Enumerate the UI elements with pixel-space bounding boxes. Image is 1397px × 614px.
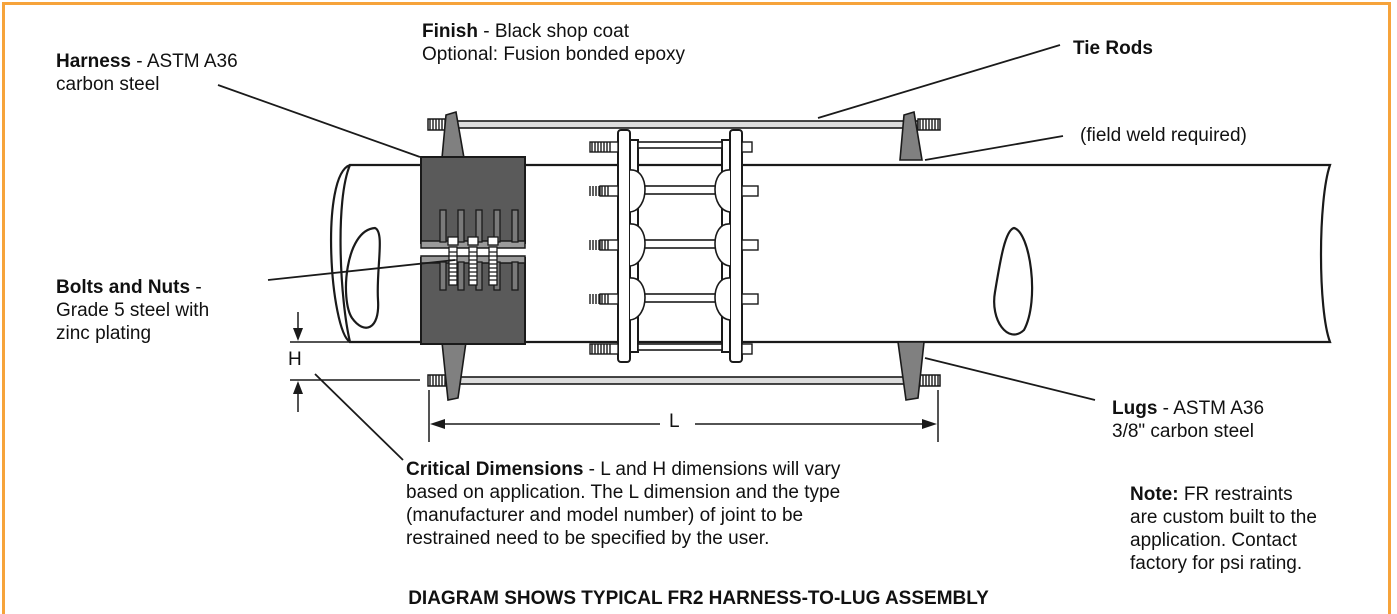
- note-line2: are custom built to the: [1130, 507, 1317, 528]
- lugs-label: Lugs - ASTM A36 3/8" carbon steel: [1112, 397, 1264, 443]
- tie-rods-title: Tie Rods: [1073, 38, 1153, 59]
- critical-line3: (manufacturer and model number) of joint…: [406, 505, 804, 526]
- lugs-line1: - ASTM A36: [1157, 398, 1265, 419]
- bolts-line3: zinc plating: [56, 323, 152, 344]
- critical-title: Critical Dimensions: [406, 459, 584, 480]
- lugs-title: Lugs: [1112, 398, 1158, 419]
- tie-rods-label: Tie Rods: [1073, 37, 1153, 60]
- finish-line2: Optional: Fusion bonded epoxy: [422, 44, 686, 65]
- critical-line2: based on application. The L dimension an…: [406, 482, 841, 503]
- critical-line4: restrained need to be specified by the u…: [406, 528, 770, 549]
- bolts-line1: -: [190, 277, 202, 298]
- harness-label: Harness - ASTM A36 carbon steel: [56, 50, 238, 96]
- note-line4: factory for psi rating.: [1130, 553, 1303, 574]
- harness-line1: - ASTM A36: [131, 51, 238, 72]
- harness-line2: carbon steel: [56, 74, 160, 95]
- lugs-line2: 3/8" carbon steel: [1112, 421, 1254, 442]
- lugs: [897, 110, 925, 401]
- dimension-L-label: L: [666, 411, 683, 433]
- tie-rods: [427, 118, 941, 387]
- finish-line1: - Black shop coat: [477, 21, 629, 42]
- dimension-H-label: H: [288, 349, 302, 370]
- note-line1: FR restraints: [1178, 484, 1293, 505]
- joint-coupling: [589, 129, 759, 363]
- finish-title: Finish: [422, 21, 478, 42]
- leader-lines: [217, 44, 1096, 461]
- finish-label: Finish - Black shop coat Optional: Fusio…: [422, 20, 685, 66]
- dimension-H: [290, 312, 420, 412]
- critical-line1: - L and H dimensions will vary: [583, 459, 841, 480]
- harness: [420, 110, 526, 401]
- bolts-label: Bolts and Nuts - Grade 5 steel with zinc…: [56, 276, 209, 345]
- note-title: Note:: [1130, 484, 1179, 505]
- dimension-L: [428, 390, 939, 442]
- bolts-line2: Grade 5 steel with: [56, 300, 210, 321]
- bolts-title: Bolts and Nuts: [56, 277, 191, 298]
- pipe: [329, 163, 1332, 344]
- harness-title: Harness: [56, 51, 131, 72]
- note-label: Note: FR restraints are custom built to …: [1130, 483, 1317, 575]
- critical-dimensions-label: Critical Dimensions - L and H dimensions…: [406, 458, 840, 550]
- note-line3: application. Contact: [1130, 530, 1297, 551]
- field-weld-label: (field weld required): [1080, 125, 1247, 146]
- diagram-caption: DIAGRAM SHOWS TYPICAL FR2 HARNESS-TO-LUG…: [408, 588, 989, 609]
